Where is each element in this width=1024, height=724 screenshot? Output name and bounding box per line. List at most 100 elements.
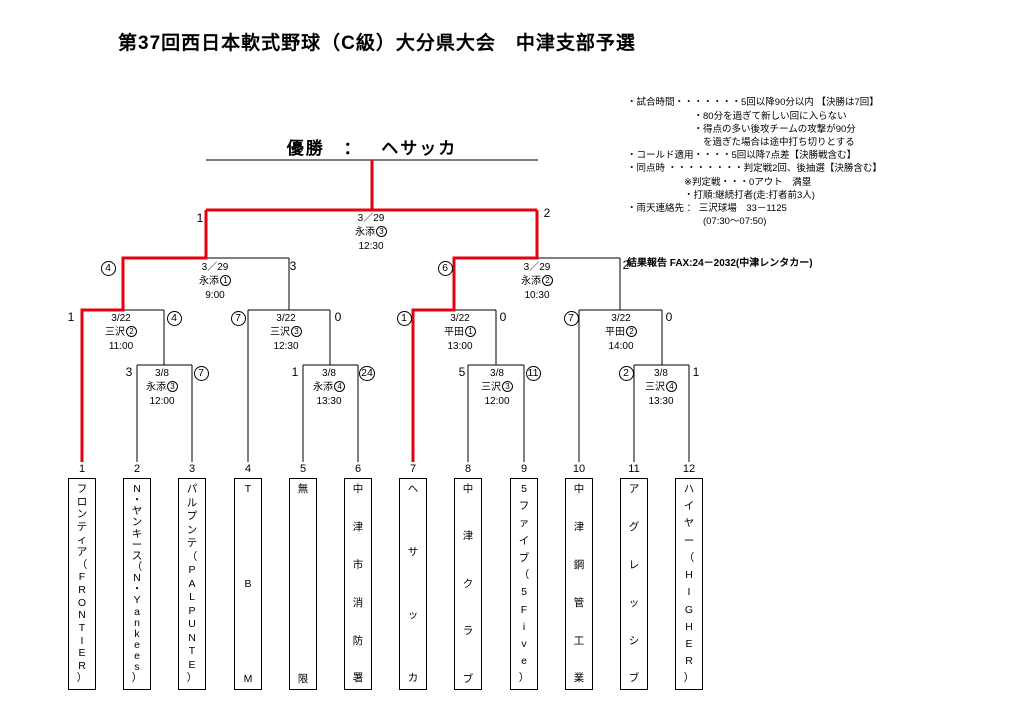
team-name-char: ・ bbox=[131, 583, 143, 596]
team-name-char: 管 bbox=[573, 596, 585, 609]
match-time: 11:00 bbox=[108, 340, 134, 352]
score-right-r1a: 7 bbox=[191, 365, 211, 381]
score-left-sf2: 6 bbox=[435, 260, 455, 276]
match-date: 3／29 bbox=[523, 262, 551, 273]
team-name-char: L bbox=[189, 591, 195, 604]
match-time: 12:00 bbox=[484, 395, 510, 407]
team-name-char: ラ bbox=[462, 625, 474, 638]
team-name-char: N bbox=[188, 631, 196, 644]
team-seed: 5 bbox=[299, 463, 307, 475]
team-name-char: ー bbox=[131, 538, 143, 551]
team-name-char: ブ bbox=[462, 672, 474, 685]
team-name-char: i bbox=[522, 620, 526, 633]
team-name-char: e bbox=[134, 650, 140, 663]
team-name-char: ス bbox=[131, 549, 143, 562]
team-name-char: 市 bbox=[352, 558, 364, 571]
score-left-qf2: 7 bbox=[228, 310, 248, 326]
team-name-char: ア bbox=[628, 483, 640, 495]
winner-score-circle: 1 bbox=[396, 311, 412, 326]
team-name-char: ） bbox=[76, 672, 88, 685]
team-name-char: B bbox=[244, 577, 252, 590]
match-date: 3/22 bbox=[276, 313, 296, 324]
winner-score-circle: 6 bbox=[437, 261, 453, 276]
venue-court-number: 2 bbox=[626, 325, 637, 337]
score-right-sf1: 3 bbox=[289, 259, 297, 273]
team-name-char: F bbox=[520, 603, 528, 616]
venue-court-number: 1 bbox=[465, 325, 476, 337]
score-right-final: 2 bbox=[543, 206, 551, 220]
team-name-char: 中 bbox=[462, 483, 474, 495]
score-right-qf4: 0 bbox=[665, 310, 673, 324]
winner-score-circle: 7 bbox=[193, 366, 209, 381]
team-name-char: ア bbox=[76, 546, 88, 559]
rules-note-line: ・コールド適用・・・・5回以降7点差【決勝戦含む】 bbox=[627, 150, 857, 162]
match-time: 14:00 bbox=[608, 340, 634, 352]
team-name-char: （ bbox=[131, 560, 143, 573]
team-box: 中津クラブ bbox=[454, 478, 482, 690]
team-name-char: 中 bbox=[352, 483, 364, 495]
venue-court-number: 2 bbox=[126, 325, 137, 337]
match-date: 3/22 bbox=[450, 313, 470, 324]
team-name-char: ヤ bbox=[683, 517, 695, 530]
score-right-sf2: 2 bbox=[622, 258, 630, 272]
score-left-r1d: 2 bbox=[616, 365, 636, 381]
team-name-char: ハ bbox=[683, 483, 695, 495]
rules-note-line: ・試合時間・・・・・・・5回以降90分以内 【決勝は7回】 bbox=[627, 97, 879, 109]
venue-court-number: 2 bbox=[542, 274, 553, 286]
match-date: 3／29 bbox=[201, 262, 229, 273]
score-right-qf2: 0 bbox=[334, 310, 342, 324]
team-box: アグレッシブ bbox=[620, 478, 648, 690]
score-left-r1a: 3 bbox=[125, 365, 133, 379]
team-name-char: O bbox=[77, 596, 87, 609]
team-seed: 3 bbox=[188, 463, 196, 475]
team-name-char: A bbox=[188, 577, 196, 590]
team-box: ヘサッカ bbox=[399, 478, 427, 690]
rules-note-line: (07:30～07:50) bbox=[627, 216, 767, 228]
team-name-char: ク bbox=[462, 577, 474, 590]
team-name-char: 津 bbox=[462, 530, 474, 543]
match-date: 3／29 bbox=[357, 213, 385, 224]
team-name-char: P bbox=[188, 564, 196, 577]
team-name-char: プ bbox=[186, 510, 198, 523]
team-name-char: テ bbox=[76, 520, 88, 533]
team-name-char: ッ bbox=[628, 596, 640, 609]
team-name-char: 5 bbox=[521, 586, 527, 599]
team-name-char: シ bbox=[628, 634, 640, 647]
team-name-char: 5 bbox=[521, 483, 527, 495]
rules-note-line: ・打順:継続打者(走:打者前3人) bbox=[627, 189, 815, 201]
team-box: 中津鋼管工業 bbox=[565, 478, 593, 690]
team-name-char: イ bbox=[683, 500, 695, 513]
match-date: 3/8 bbox=[155, 368, 169, 379]
team-name-char: a bbox=[134, 605, 140, 618]
team-seed: 1 bbox=[78, 463, 86, 475]
team-name-char: ロ bbox=[76, 495, 88, 508]
match-time: 12:30 bbox=[273, 340, 299, 352]
rules-note-line: ・同点時 ・・・・・・・・判定戦2回、後抽選【決勝含む】 bbox=[627, 163, 882, 175]
team-name-char: ヤ bbox=[131, 505, 143, 518]
team-name-char: e bbox=[521, 655, 527, 668]
quarterfinal-risers bbox=[288, 258, 621, 310]
team-name-char: I bbox=[80, 634, 84, 647]
venue-court-number: 3 bbox=[291, 325, 302, 337]
team-name-char: T bbox=[78, 621, 86, 634]
team-name-char: ル bbox=[186, 496, 198, 509]
team-name-char: Y bbox=[133, 594, 141, 607]
score-left-sf1: 4 bbox=[98, 260, 118, 276]
team-name-char: ブ bbox=[518, 551, 530, 564]
team-name-char: イ bbox=[518, 534, 530, 547]
team-seed: 12 bbox=[682, 463, 696, 475]
team-name-char: 署 bbox=[352, 672, 364, 685]
match-date: 3/8 bbox=[490, 368, 504, 379]
team-name-char: グ bbox=[628, 520, 640, 533]
